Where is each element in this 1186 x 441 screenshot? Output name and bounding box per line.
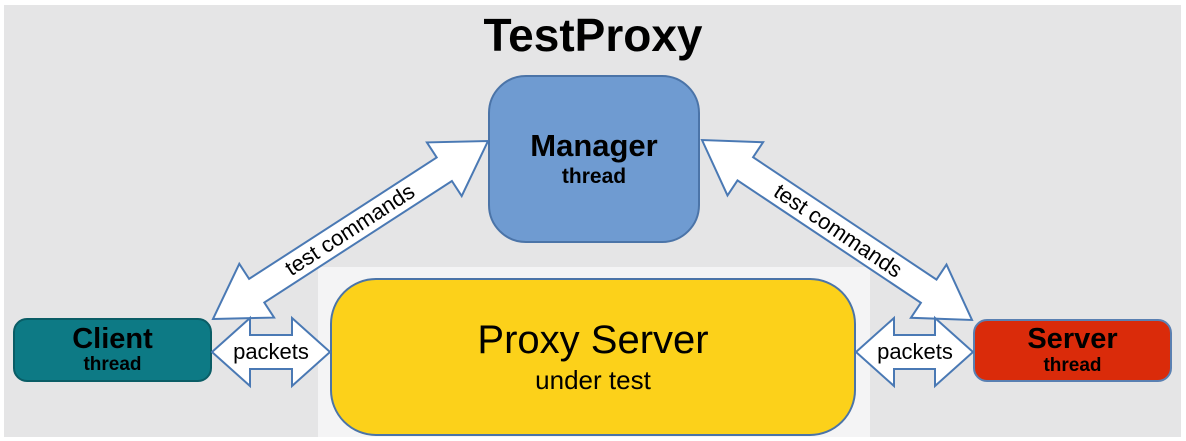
node-proxy-server: Proxy Server under test bbox=[330, 278, 856, 436]
edge-label-packets-left: packets bbox=[233, 339, 309, 364]
node-client-label: Client bbox=[72, 322, 153, 355]
node-proxy-server-sublabel: under test bbox=[535, 365, 651, 395]
node-manager-sublabel: thread bbox=[561, 164, 627, 188]
diagram-title: TestProxy bbox=[483, 9, 703, 61]
edge-label-packets-right: packets bbox=[877, 339, 953, 364]
node-server-sublabel: thread bbox=[1043, 354, 1102, 376]
double-arrow-client-manager bbox=[211, 139, 490, 321]
double-arrow-client-proxy bbox=[210, 315, 332, 389]
node-manager: Manager thread bbox=[488, 75, 700, 243]
node-client-sublabel: thread bbox=[83, 354, 142, 376]
double-arrow-proxy-server bbox=[854, 315, 975, 389]
node-proxy-server-label: Proxy Server bbox=[477, 318, 709, 362]
node-client: Client thread bbox=[13, 318, 212, 382]
node-manager-label: Manager bbox=[530, 128, 658, 164]
node-server: Server thread bbox=[973, 319, 1172, 382]
node-server-label: Server bbox=[1027, 323, 1118, 356]
double-arrow-manager-server bbox=[700, 138, 974, 322]
